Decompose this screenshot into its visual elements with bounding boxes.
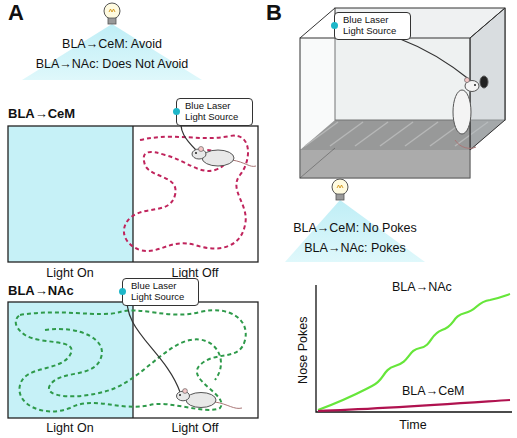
group-label: BLA→NAc xyxy=(8,284,74,299)
fiber-port xyxy=(331,22,338,29)
condition-text: BLA→NAc: Does Not Avoid xyxy=(36,57,189,71)
zone-label: Light On xyxy=(46,421,93,435)
mouse xyxy=(177,389,243,409)
light-beam xyxy=(285,200,425,262)
light-beam xyxy=(22,24,202,80)
axis-title: Time xyxy=(399,418,426,432)
mouse xyxy=(453,78,479,149)
zone-label: Light On xyxy=(46,266,93,280)
line-graph xyxy=(316,285,512,412)
panel-letter: B xyxy=(266,0,282,25)
group-label: BLA→CeM xyxy=(8,107,75,122)
light-bulb xyxy=(332,179,348,200)
condition-text: BLA→CeM: No Pokes xyxy=(293,221,417,235)
operant-cage xyxy=(300,8,505,178)
optic-fiber xyxy=(127,292,180,392)
light-source-box: Blue Laser Light Source xyxy=(176,98,253,126)
condition-text: BLA→NAc: Pokes xyxy=(304,241,405,255)
box-text: Blue Laser Light Source xyxy=(185,101,247,123)
light-bulb xyxy=(104,3,120,24)
axis-title: Nose Pokes xyxy=(296,316,310,383)
fiber-port xyxy=(173,108,180,115)
series-label: BLA→CeM xyxy=(402,384,465,398)
box-text: Blue Laser Light Source xyxy=(131,281,193,303)
zone-label: Light Off xyxy=(171,421,218,435)
box-text: Blue Laser Light Source xyxy=(343,15,405,37)
light-source-box: Blue Laser Light Source xyxy=(334,12,411,40)
panel-letter: A xyxy=(8,0,24,25)
arena-bottom xyxy=(8,302,258,418)
light-source-box: Blue Laser Light Source xyxy=(122,278,199,306)
arena-top xyxy=(8,126,258,262)
fiber-port xyxy=(119,288,126,295)
condition-text: BLA→CeM: Avoid xyxy=(62,37,162,51)
mouse xyxy=(192,147,256,167)
series-label: BLA→NAc xyxy=(392,280,452,294)
